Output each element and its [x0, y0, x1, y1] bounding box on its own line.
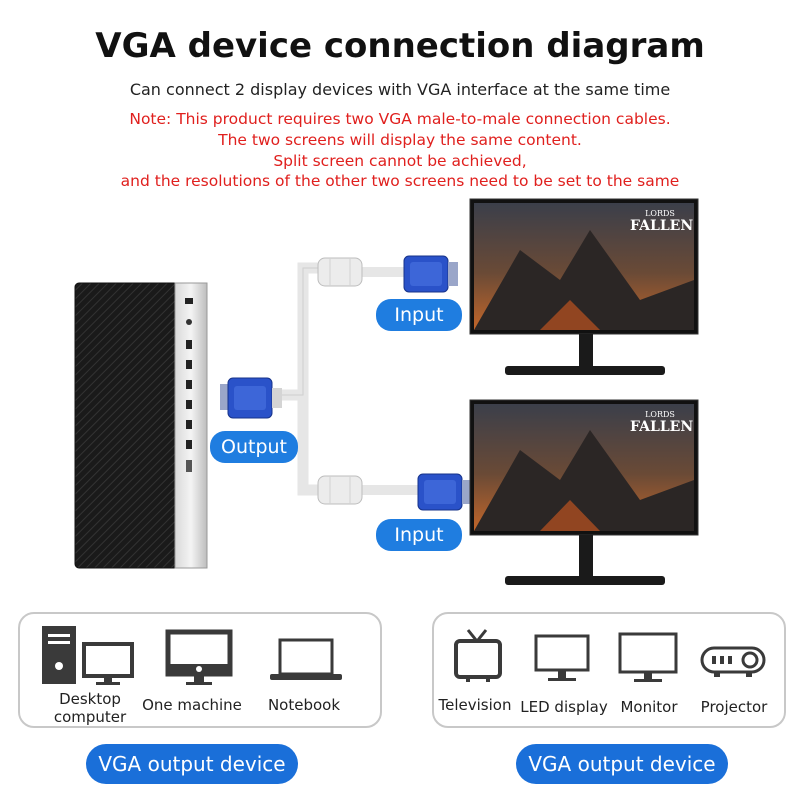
output-devices-icons: [42, 626, 342, 685]
display-devices-icons: [454, 629, 766, 682]
note-line-1: Note: This product requires two VGA male…: [129, 110, 671, 128]
input-vga-connector-top: [403, 255, 458, 293]
display-device-label-led: LED display: [520, 698, 608, 716]
output-label: Output: [210, 431, 298, 463]
output-vga-connector: [220, 377, 282, 419]
note-line-4: and the resolutions of the other two scr…: [120, 172, 680, 190]
input-label-top: Input: [376, 299, 462, 331]
display-device-label-television: Television: [438, 696, 512, 714]
splitter-cable: [270, 257, 420, 505]
monitor-top: [469, 198, 699, 375]
display-device-label-monitor: Monitor: [620, 698, 678, 716]
monitor-bottom-logo: LORDS FALLEN: [630, 410, 694, 435]
output-device-label-one-machine: One machine: [142, 696, 242, 714]
monitor-top-logo: LORDS FALLEN: [630, 209, 694, 234]
all-in-one-icon: [165, 629, 233, 685]
pc-tower: [74, 282, 208, 569]
output-device-label-desktop: Desktop computer: [53, 690, 127, 726]
desktop-computer-icon: [42, 626, 134, 685]
input-label-bottom: Input: [376, 519, 462, 551]
notebook-icon: [270, 638, 342, 680]
page-title: VGA device connection diagram: [95, 26, 705, 66]
display-device-label-projector: Projector: [700, 698, 768, 716]
monitor-icon: [618, 632, 678, 682]
connection-diagram: [74, 198, 699, 585]
note-line-3: Split screen cannot be achieved,: [273, 152, 527, 170]
input-vga-connector-bottom: [417, 473, 472, 511]
page-subtitle: Can connect 2 display devices with VGA i…: [129, 80, 671, 99]
note-line-2: The two screens will display the same co…: [218, 131, 582, 149]
projector-icon: [700, 646, 766, 677]
monitor-bottom: [469, 399, 699, 585]
output-device-label-notebook: Notebook: [267, 696, 341, 714]
output-devices-caption: VGA output device: [86, 744, 298, 784]
television-icon: [454, 629, 502, 682]
display-devices-caption: VGA output device: [516, 744, 728, 784]
led-display-icon: [534, 634, 590, 681]
